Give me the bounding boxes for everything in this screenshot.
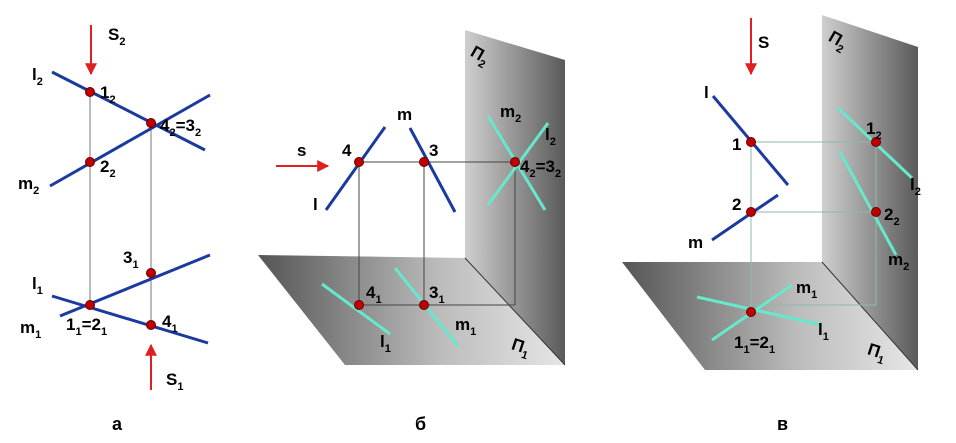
- label-s: s: [297, 141, 306, 160]
- point-4-2: [146, 118, 156, 128]
- plane-p2: [822, 15, 918, 370]
- caption-v: в: [777, 414, 788, 434]
- label-m1: m1: [455, 315, 476, 338]
- point-1-1: [85, 300, 95, 310]
- line-m: [408, 127, 457, 213]
- point-1-1: [746, 307, 756, 317]
- panel-b: s m 4 3 l m2 l2 42=32 41 31 m1 l1 П2 П1 …: [258, 30, 566, 434]
- caption-b: б: [415, 414, 426, 434]
- point-4-1: [354, 300, 364, 310]
- label-1-2: 12: [100, 83, 116, 106]
- plane-p1: [258, 255, 565, 365]
- label-m1: m1: [796, 278, 817, 301]
- line-l1: [51, 294, 209, 345]
- point-2: [746, 207, 756, 217]
- label-plane-p1: П1: [864, 340, 889, 368]
- label-l2: l2: [910, 175, 921, 198]
- line-m2: [838, 151, 898, 256]
- point-2-2: [85, 157, 95, 167]
- point-4: [354, 157, 364, 167]
- label-s: S: [758, 33, 769, 52]
- label-m2: m2: [888, 250, 909, 273]
- label-4-2-3-2: 42=32: [520, 157, 561, 180]
- label-m2: m2: [500, 102, 521, 125]
- line-l2: [51, 70, 206, 152]
- label-3-1: 31: [429, 283, 445, 306]
- line-l: [324, 126, 387, 211]
- caption-a: а: [112, 414, 123, 434]
- point-1: [746, 137, 756, 147]
- label-l1: l1: [380, 332, 391, 355]
- label-plane-p1: П1: [508, 335, 533, 363]
- point-4-1: [146, 320, 156, 330]
- panel-a: S2 l2 12 42=32 22 m2 31 l1 11=21 m1 41 S…: [18, 25, 211, 434]
- label-4-1: 41: [162, 312, 178, 335]
- label-s2: S2: [108, 25, 125, 48]
- label-l1: l1: [818, 320, 829, 343]
- label-m2: m2: [18, 174, 39, 197]
- point-3-1: [419, 300, 429, 310]
- label-3-1: 31: [123, 248, 139, 271]
- line-m1: [59, 253, 211, 318]
- label-m: m: [397, 105, 412, 124]
- label-l: l: [704, 83, 709, 102]
- plane-p1: [622, 262, 918, 370]
- plane-edge: [821, 261, 919, 371]
- point-1-2: [85, 87, 95, 97]
- label-l2: l2: [545, 125, 556, 148]
- label-s1: S1: [166, 370, 183, 393]
- point-2-2: [871, 207, 881, 217]
- label-2: 2: [732, 195, 741, 214]
- panel-v: S l 1 2 m 12 l2 22 m2 m1 l1 11=21 П2 П1 …: [622, 15, 921, 434]
- label-l: l: [313, 195, 318, 214]
- label-1: 1: [732, 135, 741, 154]
- label-1-1-2-1: 11=21: [66, 315, 107, 338]
- label-2-2: 22: [884, 205, 900, 228]
- line-m1: [696, 295, 823, 327]
- point-4-2: [510, 157, 520, 167]
- label-4-1: 41: [366, 283, 382, 306]
- point-1-2: [871, 137, 881, 147]
- label-m: m: [688, 233, 703, 252]
- point-3-1: [146, 268, 156, 278]
- label-3: 3: [429, 141, 438, 160]
- label-4-2-3-2: 42=32: [160, 116, 201, 139]
- label-l1: l1: [32, 274, 43, 297]
- line-m: [711, 193, 779, 242]
- line-m2: [49, 93, 211, 188]
- point-3: [419, 157, 429, 167]
- label-1-2: 12: [866, 119, 882, 142]
- label-m1: m1: [20, 318, 41, 341]
- label-l2: l2: [32, 65, 43, 88]
- label-2-2: 22: [100, 157, 116, 180]
- plane-edge: [464, 257, 566, 366]
- label-1-1-2-1: 11=21: [734, 333, 775, 356]
- label-4: 4: [342, 141, 352, 160]
